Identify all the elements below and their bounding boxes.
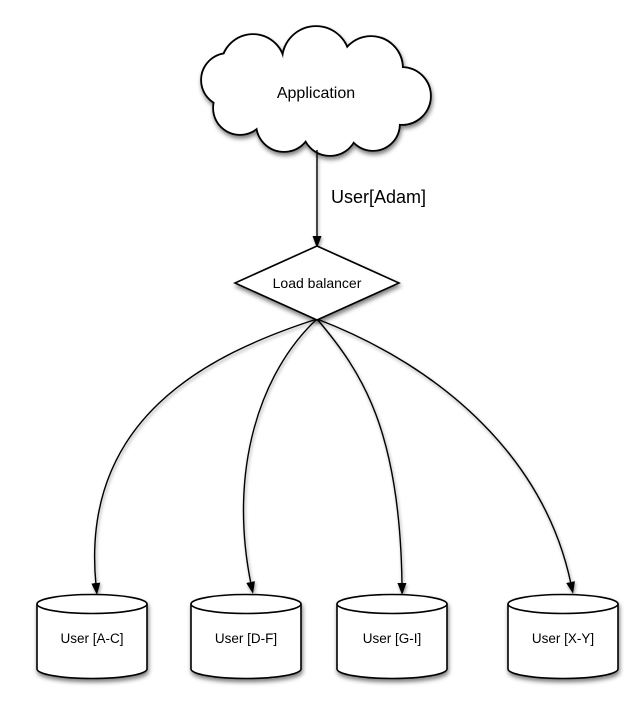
cloud-shape	[200, 25, 432, 157]
shard-2-label: User [D-F]	[215, 631, 277, 646]
arrow-loadbalancer-to-shard-4	[316, 318, 575, 594]
database-cylinder-shard-1	[36, 593, 148, 680]
arrow-loadbalancer-to-shard-2	[242, 318, 318, 594]
load-balancer-diamond	[233, 245, 401, 321]
request-edge-label: User[Adam]	[331, 187, 426, 207]
shard-3-label: User [G-I]	[363, 631, 422, 646]
arrow-loadbalancer-to-shard-3	[316, 318, 407, 595]
database-cylinder-shard-4	[507, 593, 619, 680]
arrow-loadbalancer-to-shard-1	[91, 318, 318, 595]
load-balancer-label: Load balancer	[273, 275, 362, 291]
database-cylinder-shard-2	[190, 593, 302, 680]
shard-1-label: User [A-C]	[60, 631, 123, 646]
database-cylinder-shard-3	[336, 593, 448, 680]
shard-4-label: User [X-Y]	[532, 631, 594, 646]
application-label: Application	[277, 85, 355, 102]
